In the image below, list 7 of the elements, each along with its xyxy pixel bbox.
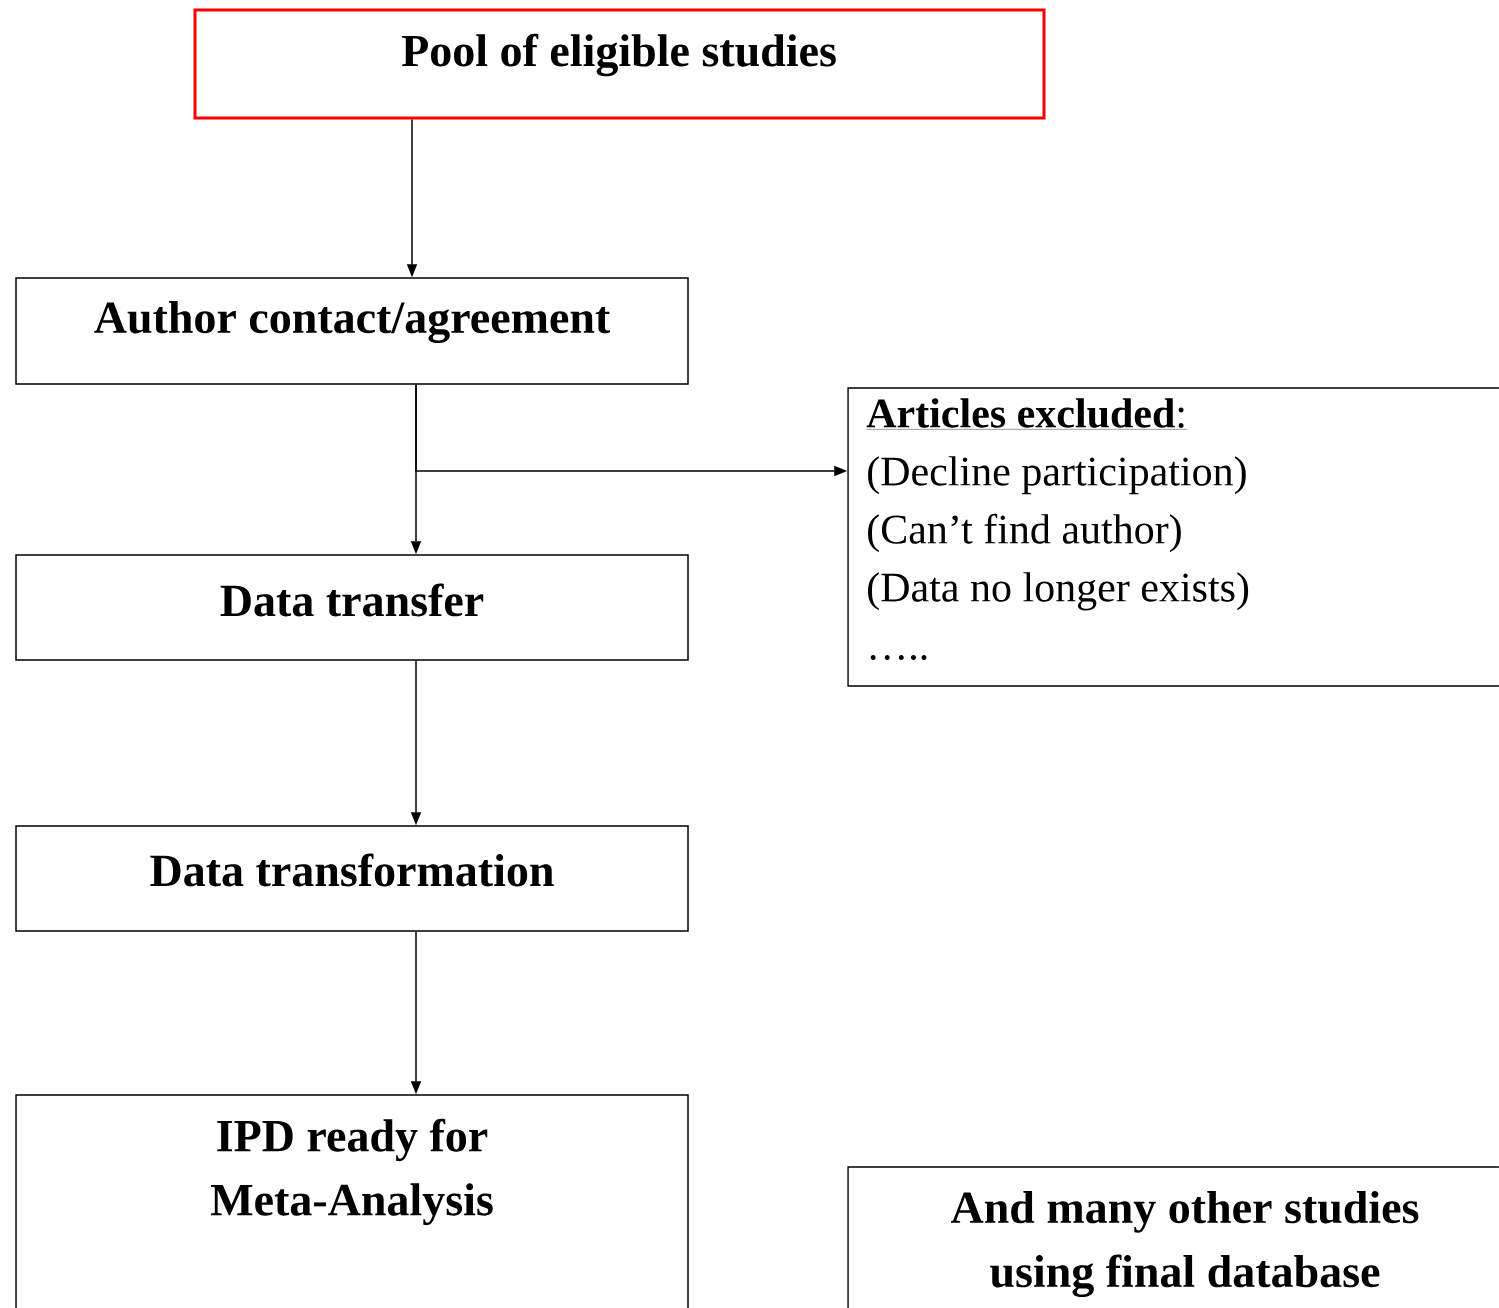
process-box: IPD ready for Meta-Analysis <box>15 1094 689 1308</box>
process-box: Data transformation <box>15 825 689 932</box>
process-box: Author contact/agreement <box>15 277 689 385</box>
process-box: Data transfer <box>15 554 689 661</box>
process-box: And many other studies using final database <box>847 1166 1499 1308</box>
process-box: Pool of eligible studies <box>193 8 1046 120</box>
process-box: Articles excluded: (Decline participation) (Can’t find author) (Data no longer exists) ….. <box>847 387 1499 687</box>
